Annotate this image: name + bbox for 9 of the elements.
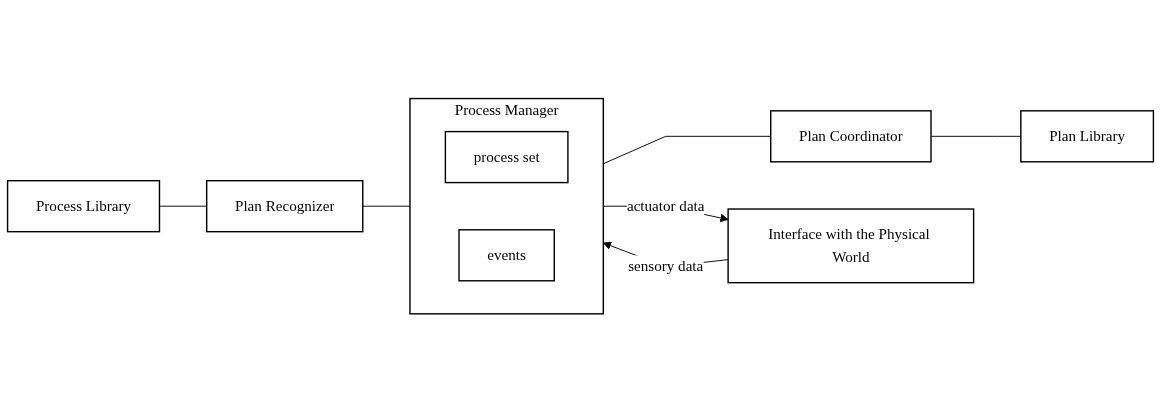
node-box: Process Library (6, 180, 161, 233)
node-box: Plan Recognizer (205, 180, 364, 233)
node-box: events (458, 229, 555, 282)
node-box: Interface with the Physical World (727, 208, 975, 284)
edge-label: sensory data (628, 258, 704, 275)
node-box: Plan Coordinator (770, 110, 932, 163)
node-box: Plan Library (1020, 110, 1155, 163)
node-box: process set (444, 131, 569, 184)
edge-label: actuator data (626, 197, 705, 215)
